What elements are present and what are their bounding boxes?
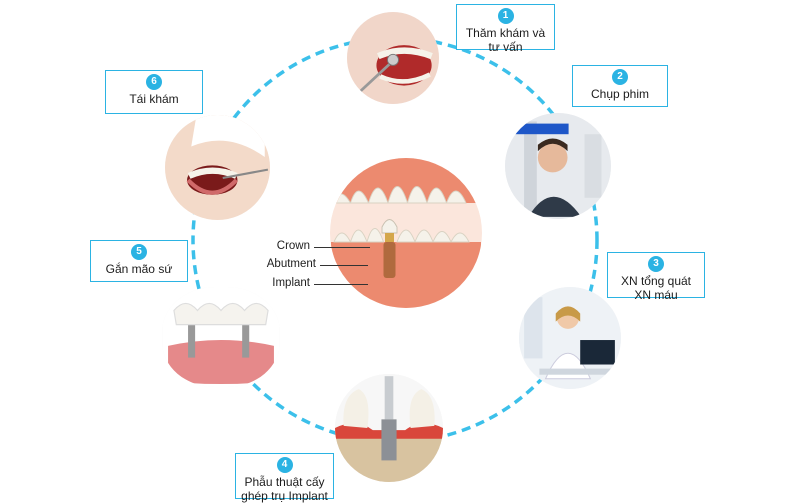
- step-4-label: Phẫu thuật cấy ghép trụ Implant: [241, 475, 328, 503]
- abutment-leader-line: [320, 265, 368, 266]
- crown-bridge-photo: [162, 287, 280, 387]
- step-3-number: 3: [648, 256, 664, 272]
- step-1-number: 1: [497, 8, 514, 24]
- step-6-box: 6 Tái khám: [105, 70, 203, 114]
- step-1-label: Thăm khám và tư vấn: [465, 26, 546, 54]
- step-6-number: 6: [146, 74, 162, 90]
- xray-machine-photo: [505, 113, 611, 219]
- implant-leader-line: [314, 284, 368, 285]
- step-4-number: 4: [276, 457, 293, 473]
- step-5-number: 5: [131, 244, 147, 260]
- step-2-label: Chụp phim: [590, 87, 650, 101]
- step-6-label: Tái khám: [129, 92, 179, 106]
- step-4-box: 4 Phẫu thuật cấy ghép trụ Implant: [235, 453, 334, 503]
- dental-exam-photo: [347, 12, 439, 104]
- step-3-label: XN tổng quát XN máu: [620, 274, 692, 302]
- implant-surgery-photo: [335, 374, 443, 482]
- step-5-label: Gắn mão sứ: [105, 262, 173, 276]
- step-3-box: 3 XN tổng quát XN máu: [607, 252, 705, 302]
- crown-leader-line: [314, 247, 370, 248]
- crown-label: Crown: [276, 240, 310, 252]
- step-1-box: 1 Thăm khám và tư vấn: [456, 4, 555, 54]
- implant-label: Implant: [272, 277, 310, 289]
- step-2-number: 2: [612, 69, 628, 85]
- abutment-label: Abutment: [266, 258, 316, 270]
- step-5-box: 5 Gắn mão sứ: [90, 240, 188, 282]
- dental-implant-diagram: [330, 158, 482, 308]
- follow-up-smile-photo: [165, 115, 270, 220]
- doctor-at-computer-photo: [519, 287, 621, 389]
- step-2-box: 2 Chụp phim: [572, 65, 668, 107]
